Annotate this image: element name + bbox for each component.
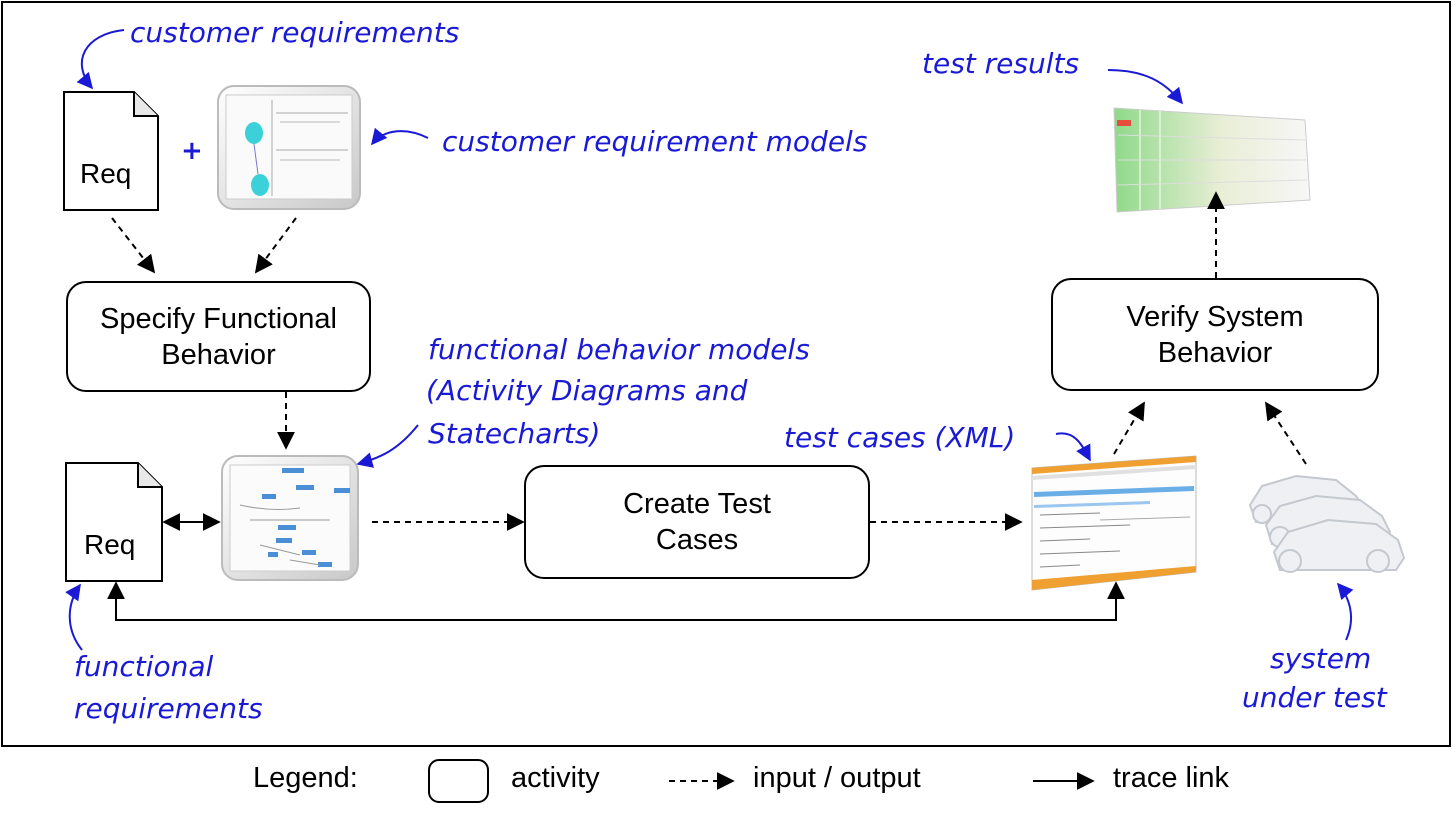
trace-link-arrows [107, 513, 1125, 621]
activity-verify-system-behavior: Verify System Behavior [1051, 278, 1379, 391]
annotation-functional-requirements-line1: functional [74, 650, 214, 683]
annotation-functional-behavior-models-line2: (Activity Diagrams and [426, 374, 748, 407]
annotation-test-cases: test cases (XML) [784, 421, 1016, 454]
legend-title: Legend: [253, 762, 358, 794]
annotation-functional-behavior-models-line1: functional behavior models [428, 333, 810, 366]
annotation-customer-requirements: customer requirements [130, 16, 460, 49]
test-cases-xml-image [1031, 455, 1197, 591]
req-document-top [63, 91, 159, 211]
activity-specify-functional-behavior: Specify Functional Behavior [66, 281, 371, 392]
legend-trace-link-label: trace link [1113, 762, 1230, 794]
legend-symbols [428, 759, 1095, 803]
plus-sign: + [181, 136, 203, 166]
annotation-functional-requirements-line2: requirements [74, 692, 263, 725]
req-label-top: Req [80, 158, 132, 189]
activity-label: Specify Functional Behavior [100, 302, 337, 371]
system-under-test-cars-image [1248, 474, 1406, 573]
annotation-test-results: test results [922, 47, 1080, 80]
activity-label: Verify System Behavior [1126, 300, 1304, 369]
annotation-pointers [65, 29, 1354, 651]
annotation-system-under-test-line2: under test [1242, 681, 1387, 714]
annotation-customer-requirement-models: customer requirement models [442, 125, 868, 158]
legend-input-output-label: input / output [753, 762, 921, 794]
annotation-system-under-test-line1: system [1270, 642, 1372, 675]
input-output-arrows [111, 191, 1307, 531]
legend-activity-label: activity [511, 762, 600, 794]
activity-label: Create Test Cases [623, 488, 771, 556]
req-label-bottom: Req [84, 529, 136, 560]
annotation-functional-behavior-models-line3: Statecharts) [428, 417, 601, 450]
customer-requirement-model-image [217, 85, 361, 210]
req-document-bottom [65, 462, 163, 582]
legend-activity-symbol [428, 759, 489, 803]
test-results-image [1113, 107, 1311, 213]
activity-create-test-cases: Create Test Cases [524, 465, 870, 579]
diagram-frame [1, 1, 1451, 747]
functional-behavior-model-image [221, 455, 359, 581]
